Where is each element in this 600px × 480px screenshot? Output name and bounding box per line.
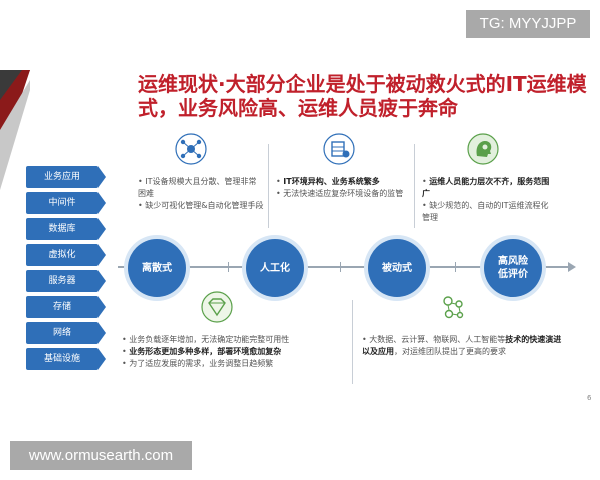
timeline-axis xyxy=(118,266,574,268)
page-title: 运维现状·大部分企业是处于被动救火式的IT运维模 式，业务风险高、运维人员疲于奔… xyxy=(138,72,587,120)
network-icon xyxy=(175,133,207,165)
axis-tick xyxy=(228,262,229,272)
stack-item: 存储 xyxy=(26,296,106,318)
axis-tick xyxy=(340,262,341,272)
website-banner: www.ormusearth.com xyxy=(10,441,192,470)
watermark-badge: TG: MYYJJPP xyxy=(466,10,590,38)
stage-circle: 人工化 xyxy=(246,239,304,297)
head-gear-icon xyxy=(467,133,499,165)
stack-item: 网络 xyxy=(26,322,106,344)
divider xyxy=(268,144,269,228)
page-number: 6 xyxy=(587,394,592,402)
note-top-1: • IT设备规模大且分散、管理非常困难 • 缺少可视化管理&自动化管理手段 xyxy=(138,177,264,210)
axis-tick xyxy=(455,262,456,272)
stack-item: 数据库 xyxy=(26,218,106,240)
corner-decoration xyxy=(0,70,30,190)
stack-item: 基础设施 xyxy=(26,348,106,370)
stack-item: 业务应用 xyxy=(26,166,106,188)
divider xyxy=(414,144,415,228)
note-bottom-1: • 业务负载逐年增加，无法确定功能完整可用性 • 业务形态更加多种多样，部署环境… xyxy=(122,335,290,368)
note-bottom-2: • 大数据、云计算、物联网、人工智能等技术的快速演进以及应用，对运维团队提出了更… xyxy=(362,335,562,356)
stack-item: 中间件 xyxy=(26,192,106,214)
divider xyxy=(352,300,353,384)
timeline-arrow xyxy=(568,262,576,272)
note-top-3: • 运维人员能力层次不齐，服务范围广 • 缺少规范的、自动的IT运维流程化管理 xyxy=(422,177,550,222)
stack-item: 虚拟化 xyxy=(26,244,106,266)
diamond-icon xyxy=(201,291,233,323)
stack-list: 业务应用 中间件 数据库 虚拟化 服务器 存储 网络 基础设施 xyxy=(26,166,106,374)
server-icon xyxy=(323,133,355,165)
stage-circle: 高风险 低评价 xyxy=(484,239,542,297)
molecule-icon xyxy=(443,296,464,319)
stack-item: 服务器 xyxy=(26,270,106,292)
stage-circle: 被动式 xyxy=(368,239,426,297)
note-top-2: • IT环境异构、业务系统繁多 • 无法快速适应复杂环境设备的监管 xyxy=(276,177,404,198)
stage-circle: 离散式 xyxy=(128,239,186,297)
